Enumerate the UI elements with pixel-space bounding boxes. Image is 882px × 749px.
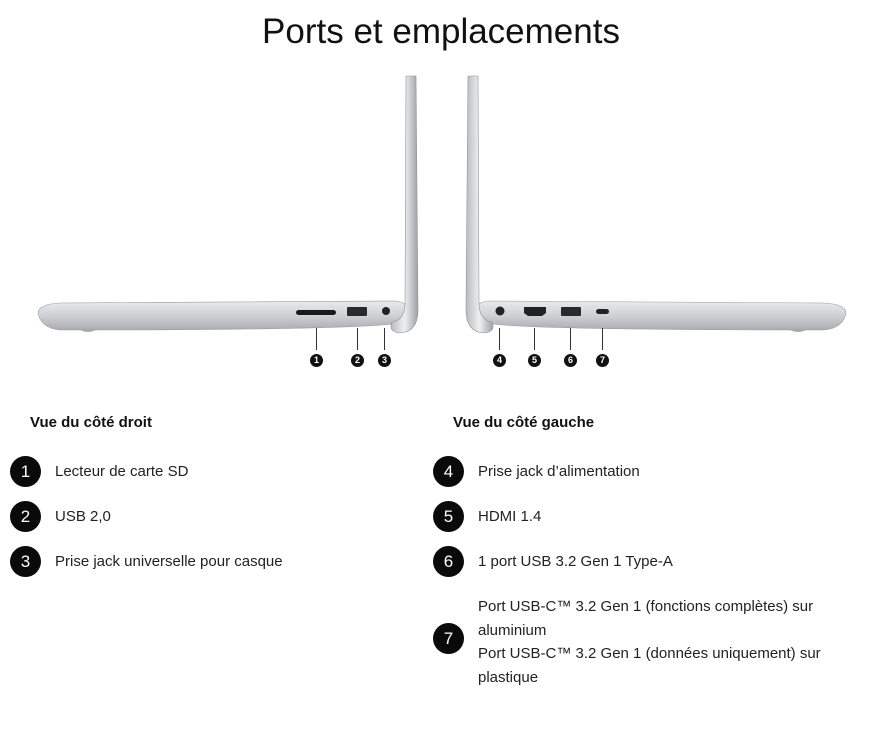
page-title: Ports et emplacements bbox=[262, 12, 620, 51]
callout-marker-1: 1 bbox=[310, 354, 323, 367]
item-number-badge: 7 bbox=[433, 623, 464, 654]
usb-a-port-icon bbox=[561, 307, 581, 316]
item-label-sd-card-reader: Lecteur de carte SD bbox=[55, 463, 189, 480]
audio-jack-icon bbox=[382, 307, 390, 315]
callout-line bbox=[357, 328, 358, 350]
callout-marker-5: 5 bbox=[528, 354, 541, 367]
item-label-usb-a: 1 port USB 3.2 Gen 1 Type-A bbox=[478, 553, 673, 570]
callout-line bbox=[570, 328, 571, 350]
callout-line bbox=[499, 328, 500, 350]
callout-marker-4: 4 bbox=[493, 354, 506, 367]
item-number-badge: 2 bbox=[10, 501, 41, 532]
callout-marker-2: 2 bbox=[351, 354, 364, 367]
item-label-power-jack: Prise jack d’alimentation bbox=[478, 463, 640, 480]
item-number-badge: 6 bbox=[433, 546, 464, 577]
hdmi-port-icon bbox=[524, 307, 546, 316]
item-label-headset-jack: Prise jack universelle pour casque bbox=[55, 553, 283, 570]
callout-line bbox=[316, 328, 317, 350]
item-label-hdmi: HDMI 1.4 bbox=[478, 508, 542, 525]
callout-marker-7: 7 bbox=[596, 354, 609, 367]
item-label-usb-c-aluminium: Port USB-C™ 3.2 Gen 1 (fonctions complèt… bbox=[478, 598, 814, 639]
item-number-badge: 5 bbox=[433, 501, 464, 532]
item-label-usb2: USB 2,0 bbox=[55, 508, 111, 525]
left-view-heading: Vue du côté gauche bbox=[453, 414, 595, 431]
right-side-laptop bbox=[37, 75, 419, 334]
item-number-badge: 3 bbox=[10, 546, 41, 577]
right-view-heading: Vue du côté droit bbox=[30, 414, 152, 431]
callout-marker-3: 3 bbox=[378, 354, 391, 367]
laptop-side-views-image bbox=[37, 75, 847, 334]
item-number-badge: 1 bbox=[10, 456, 41, 487]
callout-line bbox=[602, 328, 603, 350]
callout-line bbox=[384, 328, 385, 350]
sd-slot-icon bbox=[296, 310, 336, 315]
usb-c-port-icon bbox=[596, 309, 609, 314]
callout-line bbox=[534, 328, 535, 350]
power-jack-icon bbox=[495, 306, 505, 316]
left-side-laptop bbox=[465, 75, 847, 334]
item-number-badge: 4 bbox=[433, 456, 464, 487]
item-label-usb-c-plastic: Port USB-C™ 3.2 Gen 1 (données uniquemen… bbox=[478, 645, 821, 686]
callout-marker-6: 6 bbox=[564, 354, 577, 367]
usb-a-port-icon bbox=[347, 307, 367, 316]
